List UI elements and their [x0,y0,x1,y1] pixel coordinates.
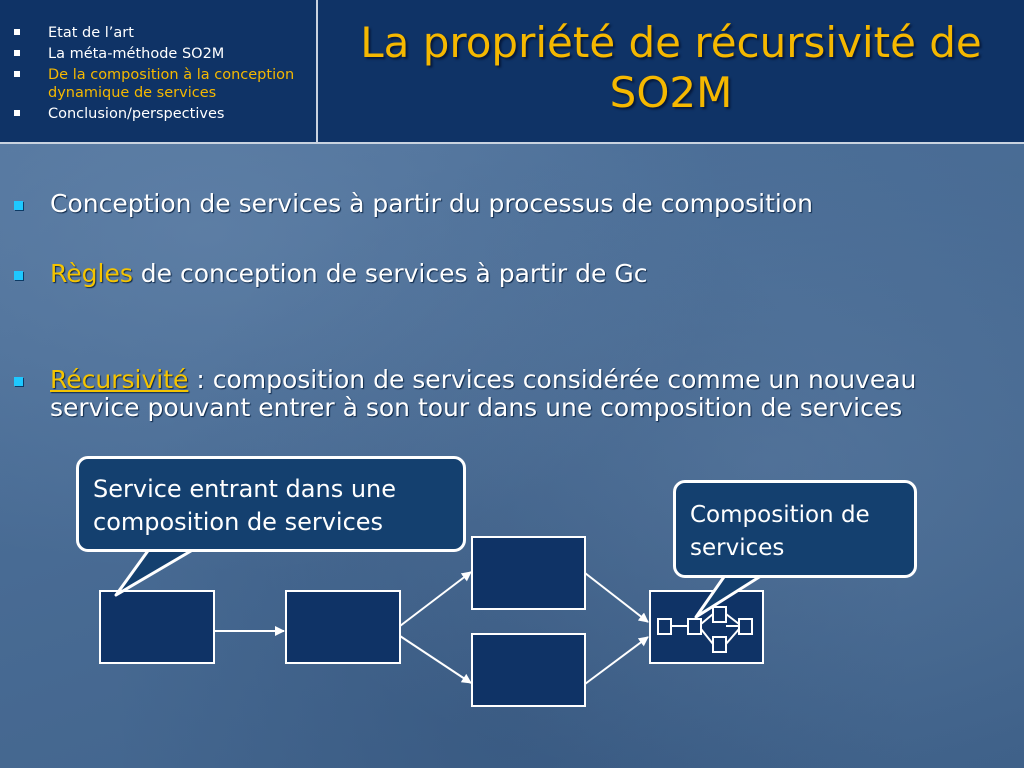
arrow-line [399,571,472,627]
nav-item-meta-methode[interactable]: La méta-méthode SO2M [14,45,308,63]
service-box [99,590,215,664]
nav-item-label: Conclusion/perspectives [48,106,225,122]
mini-composition-icon [657,606,753,653]
square-bullet-icon [14,110,20,116]
nav-item-label: De la composition à la conception dynami… [48,67,295,101]
service-box [471,633,586,707]
nav-item-etat-de-lart[interactable]: Etat de l’art [14,24,308,42]
arrow-line [584,572,649,623]
bullet-text: Conception de services à partir du proce… [50,189,814,218]
nav-item-conclusion[interactable]: Conclusion/perspectives [14,105,308,123]
callout-text: Composition de services [690,502,870,561]
arrow-line [584,636,649,685]
flow-arrows [214,571,649,685]
nav-item-label: La méta-méthode SO2M [48,46,225,62]
bullet-conception: Conception de services à partir du proce… [14,190,1004,218]
bullet-highlight-link[interactable]: Récursivité [50,365,189,394]
callout-composition: Composition de services [673,480,917,578]
slide-title: La propriété de récursivité de SO2M [360,18,982,117]
slide-header: Etat de l’art La méta-méthode SO2M De la… [0,0,1024,144]
section-navigation: Etat de l’art La méta-méthode SO2M De la… [0,0,318,142]
bullet-text: : composition de services considérée com… [50,365,917,422]
arrow-line [399,635,472,684]
callout-service-entrant: Service entrant dans une composition de … [76,456,466,552]
square-bullet-icon [14,71,20,77]
nav-item-composition-conception[interactable]: De la composition à la conception dynami… [14,66,308,102]
section-list: Etat de l’art La méta-méthode SO2M De la… [0,0,316,123]
bullet-regles: Règles de conception de services à parti… [14,260,1004,288]
callout-text: Service entrant dans une composition de … [93,475,397,536]
nav-item-label: Etat de l’art [48,25,134,41]
bullet-text: de conception de services à partir de Gc [132,259,648,288]
square-bullet-icon [14,29,20,35]
bullet-highlight: Règles [50,259,133,288]
square-bullet-icon [14,377,23,386]
callout-left-tail [114,546,198,597]
square-bullet-icon [14,50,20,56]
bullet-recursivite: Récursivité : composition de services co… [14,366,1004,422]
service-box [471,536,586,610]
square-bullet-icon [14,201,23,210]
service-box [285,590,401,664]
square-bullet-icon [14,271,23,280]
